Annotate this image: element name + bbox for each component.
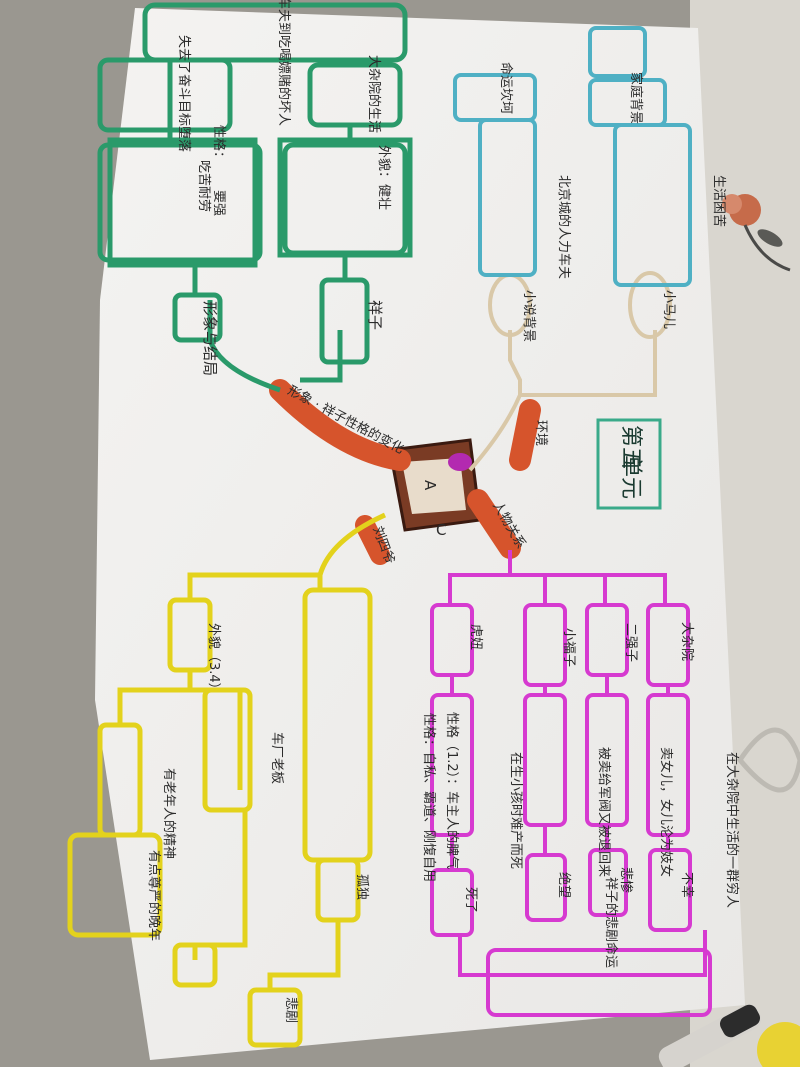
title-box: 第五 单元: [596, 418, 662, 510]
yellow-text-0: 有老年人的精神: [161, 768, 177, 859]
green-text-0: 从一个单纯的洋车夫到吃喝嫖赌的坏人: [276, 0, 292, 126]
magenta-item-3-name: 虎妞: [468, 624, 483, 650]
magenta-branch-texts: 大杂院 二强子 小福子 虎妞 在大杂院中生活的一群穷人 卖女儿，女儿沦为妓女 被…: [463, 622, 740, 968]
green-text-1: 失去了奋斗目标堕落: [176, 35, 192, 152]
magenta-item-2-name: 小福子: [561, 628, 576, 667]
yellow-end2-text: 悲剧: [283, 997, 299, 1023]
orange-branch: [468, 271, 672, 472]
green-text-10: 吃苦耐劳: [196, 160, 212, 212]
orange-branch-texts: 小说背景 小马儿 北京城的人力车夫 生活困苦 命运坎坷 家庭背景: [498, 62, 727, 342]
magenta-item-0-name: 大杂院: [679, 622, 694, 661]
yellow-branch-texts: 性格（1.2）：车主人的脾气 性格：自私、霸道、刚愎自用 外貌（3.4） 车厂老…: [146, 623, 460, 1023]
green-branch-texts: 形象与结局 祥子 从一个单纯的洋车夫到吃喝嫖赌的坏人 失去了奋斗目标堕落 大杂院…: [176, 0, 391, 376]
yellow-end-text: 孤独: [354, 874, 369, 900]
green-text-2: 大杂院的生活: [366, 55, 382, 133]
yellow-branch: [67, 512, 387, 1048]
leaf-decoration: [736, 727, 800, 793]
green-left-label: 形象与结局: [201, 301, 219, 376]
magenta-item-3-end: 死了: [463, 887, 478, 913]
red-band-orange: 环境: [509, 399, 548, 471]
magenta-item-3-desc: 在生小孩时难产而死: [508, 752, 523, 869]
title-line2: 单元: [618, 455, 643, 499]
magenta-item-2-end: 绝望: [556, 872, 572, 898]
green-right-label: 祥子: [366, 300, 384, 330]
center-figure: A C: [388, 438, 482, 539]
magenta-bottom: 祥子的悲剧命运: [603, 877, 619, 968]
title-line1: 第五: [618, 425, 643, 469]
pen-object: [658, 1004, 800, 1067]
orange-text-1: 生活困苦: [711, 175, 727, 227]
magenta-item-0-end: 不幸: [679, 872, 694, 898]
green-text-7: 外貌：健壮: [376, 145, 391, 210]
magenta-item-1-name: 二强子: [623, 623, 638, 662]
yellow-mid-text: 外貌（3.4）: [206, 623, 221, 696]
orange-text-2: 命运坎坷: [498, 62, 514, 114]
orange-branch-boxes: [453, 26, 692, 287]
center-letter-2: C: [436, 521, 446, 539]
orange-left-label: 小说背景: [521, 290, 536, 342]
green-branch: [97, 2, 413, 393]
magenta-item-1-end: 悲惨: [618, 867, 634, 893]
magenta-item-0-desc: 在大杂院中生活的一群穷人: [724, 752, 740, 908]
magenta-branch: [430, 550, 712, 1017]
yellow-top-text: 性格（1.2）：车主人的脾气: [444, 712, 460, 869]
green-text-11: 要强: [211, 190, 226, 216]
green-text-9: 性格：: [211, 125, 227, 164]
yellow-top2-text: 性格：自私、霸道、刚愎自用: [421, 713, 437, 882]
orange-text-0: 北京城的人力车夫: [556, 175, 572, 279]
center-letter: A: [421, 480, 439, 491]
orange-branch-label: 环境: [533, 420, 548, 446]
paper-sheet: [95, 8, 745, 1060]
magenta-item-1-desc: 卖女儿，女儿沦为妓女: [658, 747, 674, 877]
flower-decoration-top: [722, 194, 791, 272]
orange-right-label: 小马儿: [661, 290, 676, 329]
orange-text-3: 家庭背景: [628, 72, 644, 124]
magenta-item-2-desc: 被卖给军阀又被退回来: [596, 747, 611, 877]
yellow-text-4: 有点尊严的晚年: [146, 850, 162, 941]
yellow-mid2-text: 车厂老板: [269, 732, 285, 784]
